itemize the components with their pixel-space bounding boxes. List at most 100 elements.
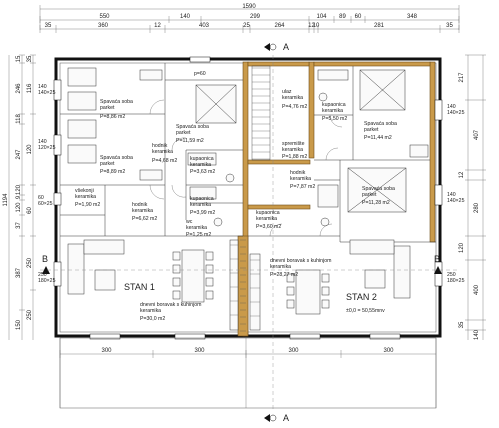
room-hallway-1: hodnik keramika P=4,68 m2: [152, 143, 177, 164]
room-closet: všekonji keramika P=1,90 m2: [75, 188, 100, 208]
room-bath-2: kupaonica keramika P=3,99 m2: [190, 196, 215, 216]
dim-value: 360: [98, 23, 109, 29]
svg-text:kupaonica: kupaonica: [190, 156, 214, 162]
svg-text:P=1,25 m2: P=1,25 m2: [186, 232, 211, 238]
window-size: 120×25: [38, 145, 56, 151]
svg-text:dnevni boravak s kuhinjom: dnevni boravak s kuhinjom: [140, 302, 201, 308]
svg-text:P=1,88 m2: P=1,88 m2: [282, 154, 307, 160]
dim-value: 120: [27, 144, 33, 155]
room-bath-3: kupaonica keramika P=5,50 m2: [322, 102, 347, 122]
window-size: 140×25: [447, 198, 465, 204]
dim-value: 403: [199, 23, 210, 29]
dim-value: 407: [474, 129, 480, 140]
dim-value: 118: [16, 114, 22, 124]
dim-value: 300: [383, 348, 394, 354]
svg-text:P=3,63 m2: P=3,63 m2: [190, 169, 215, 175]
room-bedroom-1: Spavaća soba parket P=8,86 m2: [100, 99, 133, 120]
room-storage: spremište keramika P=1,88 m2: [282, 141, 307, 160]
dim-value: 550: [99, 14, 110, 20]
svg-text:keramika: keramika: [282, 95, 303, 101]
room-bath-1: kupaonica keramika P=3,63 m2: [190, 156, 215, 175]
svg-text:P=28,27 m2: P=28,27 m2: [270, 272, 298, 278]
svg-text:P=8,86 m2: P=8,86 m2: [100, 114, 125, 120]
dim-value: 120: [459, 242, 465, 253]
svg-text:keramika: keramika: [270, 264, 291, 270]
svg-text:Spavaća soba: Spavaća soba: [100, 99, 133, 105]
window-size: 180×25: [447, 278, 465, 284]
svg-text:P=1,90 m2: P=1,90 m2: [75, 202, 100, 208]
dim-total-height: 1194: [3, 193, 9, 207]
svg-text:keramika: keramika: [140, 308, 161, 314]
svg-text:parket: parket: [100, 161, 115, 167]
room-bedroom-5: Spavaća soba parket P=11,28 m2: [362, 186, 395, 206]
dim-value: 140: [180, 14, 191, 20]
svg-text:keramika: keramika: [256, 216, 277, 222]
window-size: 140×25: [38, 90, 56, 96]
svg-text:P=6,62 m2: P=6,62 m2: [132, 216, 157, 222]
dim-value: 400: [474, 284, 480, 295]
svg-text:keramika: keramika: [290, 176, 311, 182]
dim-value: 299: [250, 14, 261, 20]
svg-text:P=7,87 m2: P=7,87 m2: [290, 184, 315, 190]
svg-text:keramika: keramika: [190, 202, 211, 208]
svg-text:parket: parket: [362, 192, 377, 198]
dim-value: 300: [101, 348, 112, 354]
svg-text:všekonji: všekonji: [75, 188, 94, 194]
window-tag: 140: [447, 104, 456, 110]
svg-text:P=30,0 m2: P=30,0 m2: [140, 316, 165, 322]
dim-value: 300: [288, 348, 299, 354]
room-wc: wc keramika P=1,25 m2: [186, 219, 211, 238]
dim-value: 348: [407, 14, 418, 20]
unit-2-title: STAN 2: [346, 292, 377, 302]
svg-text:keramika: keramika: [190, 162, 211, 168]
svg-text:keramika: keramika: [152, 149, 173, 155]
dim-value: 104: [316, 14, 327, 20]
svg-text:hodnik: hodnik: [152, 143, 168, 149]
room-bedroom-4: Spavaća soba parket P=11,44 m2: [364, 121, 397, 141]
svg-text:hodnik: hodnik: [290, 170, 306, 176]
window-tag: 140: [447, 192, 456, 198]
dim-value: 217: [459, 72, 465, 83]
room-hallway-3: hodnik keramika P=7,87 m2: [290, 170, 315, 190]
svg-text:kupaonica: kupaonica: [256, 210, 280, 216]
svg-text:keramika: keramika: [132, 208, 153, 214]
furniture: [67, 67, 429, 331]
room-bath-4: kupaonica keramika P=3,60 m2: [256, 210, 281, 230]
dim-value: 120: [16, 202, 22, 213]
dim-value: 150: [16, 319, 22, 330]
window-tag: 140: [38, 139, 47, 145]
svg-text:P=4,76 m2: P=4,76 m2: [282, 104, 307, 110]
staircase: [240, 65, 271, 332]
walls-left-unit: [60, 63, 243, 237]
dim-value: 12: [459, 171, 465, 178]
svg-text:P=4,68 m2: P=4,68 m2: [152, 158, 177, 164]
window-tag: p=60: [194, 71, 206, 77]
svg-text:P=5,50 m2: P=5,50 m2: [322, 116, 347, 122]
window-tags: 140 140 60 250 140 140 250 p=60 140×2512…: [38, 71, 465, 284]
svg-text:parket: parket: [176, 130, 191, 136]
svg-text:P=11,44 m2: P=11,44 m2: [364, 135, 392, 141]
dim-value: 10: [313, 23, 320, 29]
unit-1-title: STAN 1: [124, 282, 155, 292]
svg-text:dnevni boravak s kuhinjom: dnevni boravak s kuhinjom: [270, 258, 331, 264]
svg-text:keramika: keramika: [282, 147, 303, 153]
svg-text:keramika: keramika: [186, 225, 207, 231]
dim-value: 280: [474, 202, 480, 213]
svg-text:kupaonica: kupaonica: [190, 196, 214, 202]
window-tag: 60: [38, 195, 44, 201]
dim-value: 246: [16, 83, 22, 94]
window-tag: 140: [38, 84, 47, 90]
axis-b-left-label: B: [42, 254, 48, 264]
svg-text:P=11,59 m2: P=11,59 m2: [176, 138, 204, 144]
door-swings: [149, 99, 343, 237]
svg-text:Spavaća soba: Spavaća soba: [362, 186, 395, 192]
window-tag: 250: [38, 272, 47, 278]
svg-text:wc: wc: [186, 219, 193, 225]
